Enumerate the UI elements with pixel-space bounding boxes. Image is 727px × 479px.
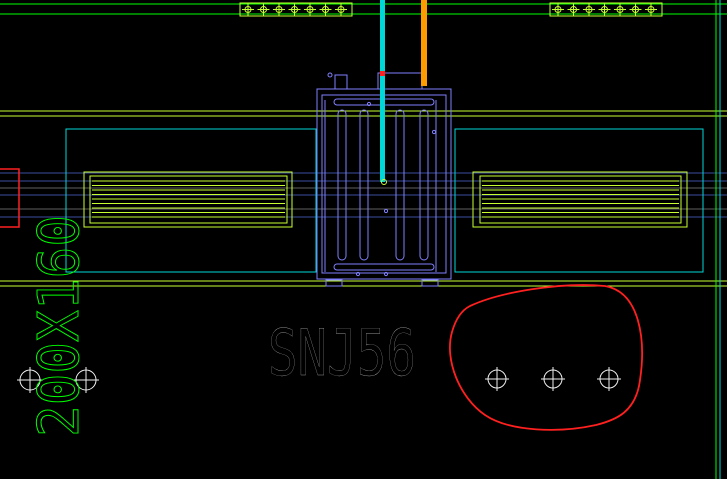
- strip-symbol-icon: [319, 3, 332, 16]
- pipe-crosshair-icon: [485, 367, 509, 391]
- right-edge-lines: [715, 0, 721, 479]
- strip-symbol-icon: [273, 3, 285, 16]
- right-grille-slats: [482, 180, 679, 218]
- gray-lines: [0, 187, 727, 210]
- lower-left-symbols: [17, 367, 99, 393]
- pipe-crosshair-icon: [17, 367, 43, 393]
- right-grille-outer[interactable]: [472, 171, 688, 228]
- strip-symbol-icon: [242, 3, 254, 16]
- fan-coil-unit[interactable]: [316, 72, 452, 287]
- top-symbol-strip-right: [549, 2, 663, 17]
- strip-symbol-icon: [552, 3, 564, 16]
- left-grille-slats: [92, 180, 285, 218]
- right-grille-inner: [479, 175, 682, 224]
- strip-symbol-icon: [335, 3, 347, 16]
- strip-symbol-icon: [629, 3, 642, 16]
- strip-symbol-icon: [288, 3, 301, 16]
- orange-pipe[interactable]: [421, 0, 427, 86]
- strip-symbol-icon: [567, 3, 580, 16]
- red-circle-markup[interactable]: [449, 284, 643, 431]
- pipe-crosshair-icon: [597, 367, 621, 391]
- pipe-crosshair-icon: [73, 367, 99, 393]
- strip-symbol-icon: [598, 3, 611, 16]
- unit-tag-label[interactable]: SNJ56: [268, 317, 416, 391]
- strip-symbol-icon: [614, 3, 626, 16]
- pipe-crosshair-icon: [541, 367, 565, 391]
- strip-symbol-icon: [257, 3, 270, 16]
- left-red-marker: [0, 168, 20, 228]
- left-grille-outer[interactable]: [83, 171, 293, 228]
- left-grille-inner: [89, 175, 288, 224]
- pipe-end-node: [381, 179, 387, 185]
- top-wall-lines: [0, 3, 727, 15]
- strip-symbol-icon: [304, 3, 316, 16]
- pipe-joint-marker: [380, 71, 385, 76]
- markup-symbols: [485, 367, 621, 391]
- cyan-pipe[interactable]: [380, 0, 385, 182]
- top-symbol-strip-left: [239, 2, 353, 17]
- left-diffuser-frame[interactable]: [65, 128, 317, 273]
- strip-symbol-icon: [645, 3, 657, 16]
- right-diffuser-frame[interactable]: [454, 128, 704, 273]
- duct-size-label[interactable]: 200X160: [27, 215, 93, 438]
- strip-symbol-icon: [583, 3, 595, 16]
